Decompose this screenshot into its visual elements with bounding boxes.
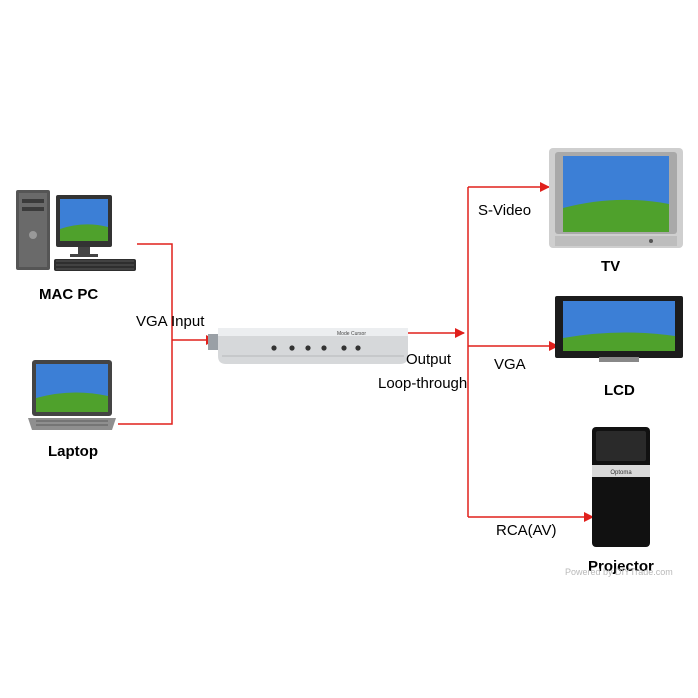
laptop-label: Laptop xyxy=(48,443,98,460)
svg-text:Optoma: Optoma xyxy=(610,470,632,476)
projector-device: Optoma xyxy=(590,425,652,550)
loop-through-label: Loop-through xyxy=(378,375,468,392)
output-label: Output xyxy=(406,351,452,368)
converter-device: Mode Cursor xyxy=(208,322,410,368)
mac-pc-label: MAC PC xyxy=(39,286,99,303)
laptop-device xyxy=(26,358,118,432)
tv-label: TV xyxy=(601,258,621,275)
laptop-icon xyxy=(28,360,116,430)
lcd-label: LCD xyxy=(604,382,635,399)
mac-pc-device xyxy=(14,187,138,277)
mode-button-label: Mode xyxy=(337,331,350,337)
rca-av-label: RCA(AV) xyxy=(496,522,557,539)
desktop-computer-icon xyxy=(16,190,136,271)
s-video-label: S-Video xyxy=(478,202,532,219)
projector-label: Projector xyxy=(588,558,654,575)
lcd-device xyxy=(553,294,685,364)
vga-converter-box-icon xyxy=(208,328,408,364)
crt-tv-icon xyxy=(549,148,683,248)
cursor-button-label: Cursor xyxy=(351,331,367,337)
tv-device xyxy=(547,146,685,252)
vga-output-label: VGA xyxy=(494,356,526,373)
vga-input-label: VGA Input xyxy=(136,313,205,330)
lcd-monitor-icon xyxy=(555,296,683,362)
wire-mac-pc xyxy=(118,243,173,425)
projector-icon: Optoma xyxy=(592,427,650,547)
watermark-text: Powered by DIYTrade.com xyxy=(565,567,673,577)
